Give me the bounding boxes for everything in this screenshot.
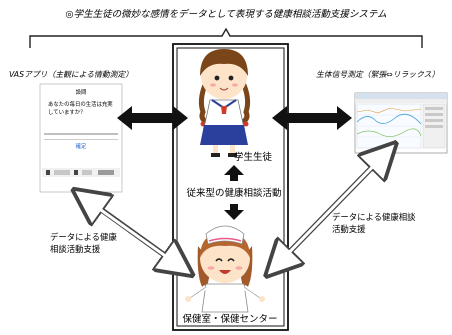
- health-center-label: 保健室・保健センター: [182, 313, 277, 325]
- vas-app-screenshot: 設問 あなたの毎日の生活は充実 していますか？ 確定: [39, 83, 123, 193]
- down-arrow: [224, 204, 244, 220]
- right-support-arrow-fill: [270, 147, 392, 272]
- nurse-figure: [185, 225, 265, 313]
- vas-question-line2: していますか？: [48, 109, 86, 116]
- student-figure: [198, 49, 251, 157]
- up-arrow: [224, 165, 244, 181]
- right-support-line1: データによる健康相談: [332, 212, 416, 222]
- top-bracket: [29, 27, 423, 48]
- student-label: 学生生徒: [234, 151, 273, 163]
- vas-question-title: 設問: [76, 88, 87, 96]
- conventional-activity-label: 従来型の健康相談活動: [186, 187, 281, 199]
- vas-question-line1: あなたの毎日の生活は充実: [48, 100, 113, 108]
- right-bidirectional-arrow: [272, 106, 352, 130]
- vas-app-label: VASアプリ（主観による情動測定）: [9, 70, 133, 79]
- left-bidirectional-arrow: [117, 106, 188, 130]
- bio-signal-screenshot: [354, 92, 448, 154]
- diagram-title: ◎学生生徒の微妙な感情をデータとして表現する健康相談活動支援システム: [65, 8, 386, 20]
- vas-confirm-button: 確定: [76, 142, 87, 150]
- left-support-line2: 相談活動支援: [50, 244, 101, 254]
- right-support-line2: 活動支援: [332, 224, 366, 234]
- left-support-arrow-fill: [79, 193, 186, 272]
- bio-signal-label: 生体信号測定（緊張⇔リラックス）: [316, 70, 439, 79]
- left-support-line1: データによる健康: [50, 232, 117, 242]
